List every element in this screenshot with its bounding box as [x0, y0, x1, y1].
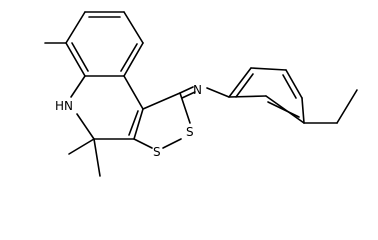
bond	[228, 67, 252, 98]
bond	[123, 11, 144, 44]
bond-double-inner	[282, 74, 297, 99]
bond	[133, 108, 144, 140]
bond	[142, 92, 181, 110]
bond	[133, 138, 153, 149]
atom-label-n: N	[193, 83, 202, 97]
bond-methyl	[93, 138, 101, 177]
bond	[65, 11, 86, 44]
bond-double-inner	[235, 73, 254, 98]
bond	[285, 69, 303, 99]
atom-label-s-lower: S	[153, 145, 161, 159]
molecule-diagram: HN N S S	[44, 11, 358, 177]
bond	[250, 67, 287, 71]
bond-double-inner	[267, 101, 300, 118]
bond	[76, 113, 95, 140]
bond-double-inner	[71, 42, 89, 72]
bond-double-inner	[128, 110, 139, 136]
atom-label-s-upper: S	[186, 125, 194, 139]
bond-imine	[179, 86, 194, 94]
structure-svg: HN N S S	[44, 11, 358, 177]
bond-double-inner	[120, 43, 138, 72]
bond	[228, 95, 267, 98]
bond-ethyl	[336, 89, 358, 124]
bond	[206, 87, 230, 98]
bond-methyl	[68, 138, 95, 155]
bond-s-s	[162, 138, 182, 149]
bonds	[44, 11, 358, 177]
bond	[123, 75, 144, 110]
bond-imine	[181, 91, 196, 99]
atom-label-hn: HN	[55, 99, 73, 113]
bond	[301, 97, 305, 124]
bond	[70, 75, 86, 98]
bond	[65, 42, 86, 77]
bond	[123, 42, 144, 77]
